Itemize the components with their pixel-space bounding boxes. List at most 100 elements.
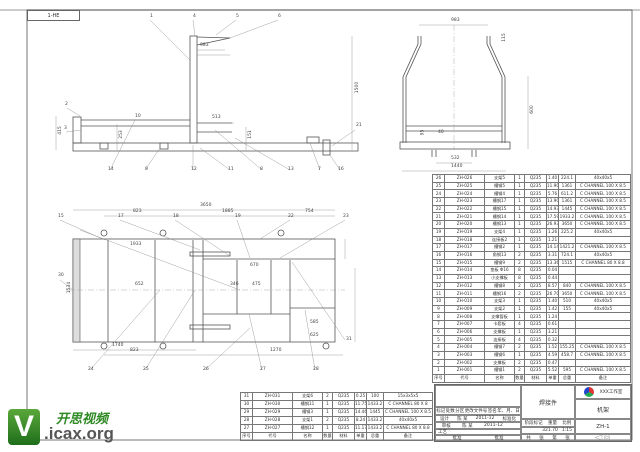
- table-cell: 14.46: [354, 408, 367, 417]
- table-cell: 代号: [444, 373, 485, 383]
- table-cell: 40x40x5: [575, 250, 631, 260]
- table-cell: 1: [322, 408, 333, 417]
- review-row: 审核 陈 某 2011-12: [435, 422, 521, 429]
- table-cell: 1361: [558, 181, 576, 191]
- table-cell: 支架1: [292, 416, 323, 425]
- rev-mark: 标记: [436, 409, 446, 414]
- dimension-label: 1885: [222, 209, 234, 214]
- table-cell: [558, 273, 576, 283]
- table-cell: 19: [432, 227, 445, 237]
- table-cell: 3.21: [546, 327, 559, 337]
- dimension-label: 532: [451, 156, 460, 161]
- watermark-cn-text: 开思视频: [56, 412, 109, 427]
- sheet-count-row: 共 张 第 张: [521, 434, 575, 441]
- part-callout: 21: [356, 123, 362, 128]
- approve-label-2: 批准: [494, 436, 504, 441]
- table-cell: 1433.2: [366, 400, 384, 409]
- drawing-number: ZH-1: [575, 419, 631, 434]
- table-header-row: 序号代号名称数量材料单重总重备注: [432, 373, 631, 383]
- table-cell: Q235: [524, 281, 547, 291]
- table-cell: 备注: [575, 373, 631, 383]
- table-cell: ZH-015: [444, 258, 485, 268]
- table-cell: C CHANNEL 100 X 8.5: [575, 281, 631, 291]
- table-cell: ZH-013: [444, 273, 485, 283]
- table-cell: 2: [322, 416, 333, 425]
- table-cell: C CHANNEL 80 X 8: [383, 400, 433, 409]
- table-cell: ZH-023: [444, 197, 485, 206]
- part-callout: 11: [228, 167, 234, 172]
- sheet-number-label: 第: [552, 435, 557, 441]
- table-cell: 1: [514, 235, 525, 245]
- part-callout: 4: [193, 14, 196, 19]
- table-cell: 3.31: [546, 250, 559, 260]
- table-cell: 1: [514, 227, 525, 237]
- dimension-label: 670: [250, 263, 259, 268]
- part-callout: 13: [288, 167, 294, 172]
- plan-view: [59, 209, 356, 371]
- table-cell: ZH-017: [444, 243, 485, 252]
- table-cell: 槽钢5: [484, 181, 515, 191]
- part-callout: 27: [260, 367, 266, 372]
- table-cell: 单重: [354, 432, 367, 441]
- table-cell: 2: [514, 258, 525, 268]
- table-cell: Q235: [524, 343, 547, 352]
- watermark-logo: V 开思视频 .icax.org: [4, 406, 124, 448]
- table-cell: [575, 235, 631, 245]
- table-cell: 1: [432, 366, 445, 375]
- table-cell: ZH-009: [444, 304, 485, 314]
- watermark-v-icon: V: [8, 409, 40, 445]
- stage-header-row: 阶段标记 重量 比例: [521, 419, 575, 427]
- process-row: 工艺: [435, 429, 521, 435]
- table-cell: 槽钢8: [484, 281, 515, 291]
- table-cell: [558, 320, 576, 329]
- table-cell: 备注: [383, 432, 433, 441]
- table-cell: Q235: [524, 304, 547, 314]
- table-cell: ZH-025: [444, 181, 485, 191]
- part-callout: 24: [88, 367, 94, 372]
- standardize-label: 标准化: [502, 416, 516, 422]
- table-cell: 1: [514, 297, 525, 306]
- table-cell: [575, 320, 631, 329]
- table-cell: 22: [432, 204, 445, 214]
- table-cell: [575, 327, 631, 337]
- dimension-label: 600: [529, 105, 535, 114]
- table-cell: 1.52: [546, 343, 559, 352]
- dimension-label: 475: [252, 282, 261, 287]
- table-cell: Q235: [524, 350, 547, 360]
- process-label: 工艺: [438, 430, 447, 435]
- table-cell: 26.70: [546, 289, 559, 298]
- table-cell: 30: [240, 400, 253, 409]
- table-cell: 2: [514, 281, 525, 291]
- company-logo-icon: [583, 387, 594, 397]
- table-cell: 代号: [252, 432, 293, 441]
- table-cell: 1.42: [546, 304, 559, 314]
- table-cell: 1.21: [546, 235, 559, 245]
- table-header-row: 序号代号名称数量材料单重总重备注: [240, 432, 433, 441]
- table-cell: Q235: [524, 266, 547, 275]
- table-cell: 槽钢9: [484, 258, 515, 268]
- table-cell: C CHANNEL 100 X 8.5: [575, 181, 631, 191]
- table-cell: 1.40: [546, 174, 559, 183]
- table-cell: C CHANNEL 100 X 8.5: [575, 350, 631, 360]
- table-cell: 8: [514, 266, 525, 275]
- dimension-label: 513: [212, 115, 221, 120]
- table-cell: [558, 266, 576, 275]
- table-cell: 40x40x5: [575, 297, 631, 306]
- table-cell: Q235: [524, 312, 547, 322]
- table-cell: 13.90: [546, 197, 559, 206]
- table-cell: ZH-012: [444, 281, 485, 291]
- part-callout: 9: [145, 167, 148, 172]
- table-cell: 724.1: [558, 250, 576, 260]
- table-cell: 0.04: [546, 266, 559, 275]
